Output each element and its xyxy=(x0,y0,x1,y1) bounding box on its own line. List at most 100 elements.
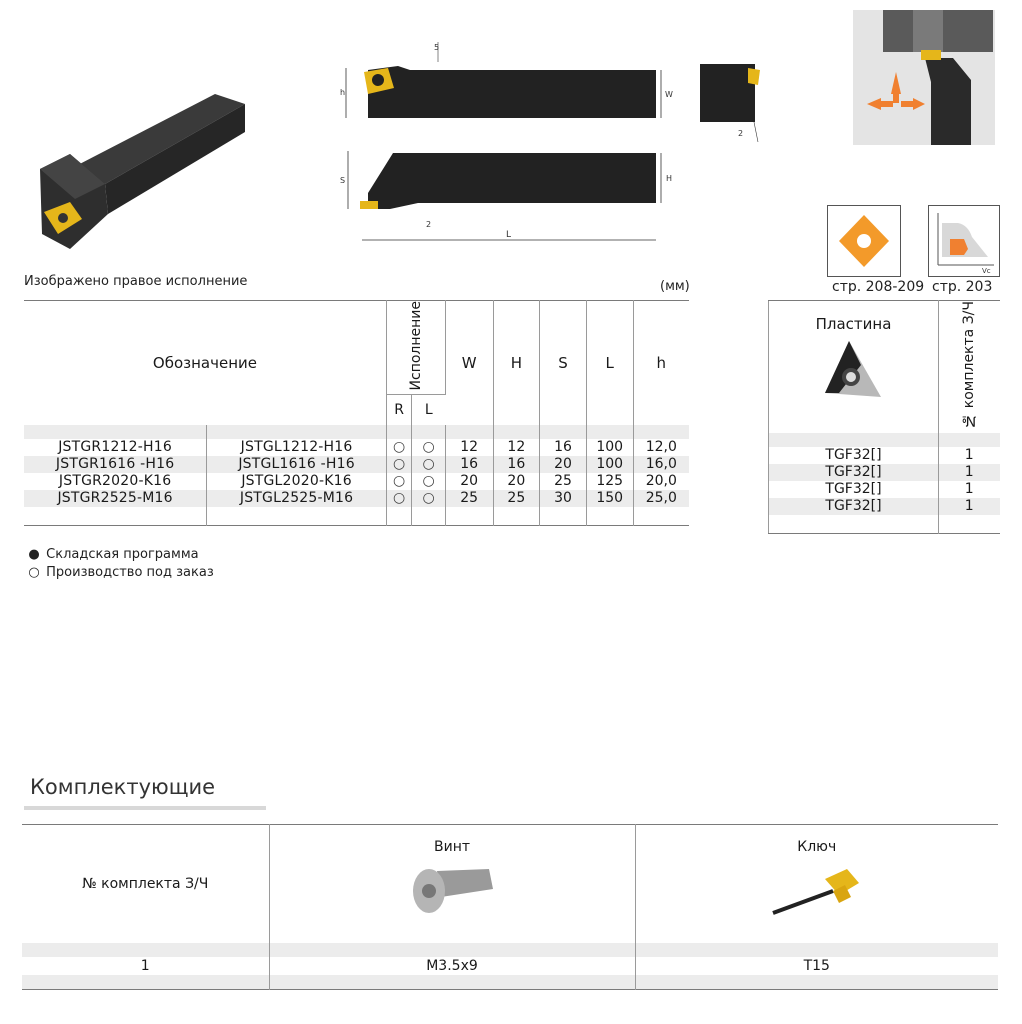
left-code: JSTGL1212-H16 xyxy=(206,438,387,456)
dim-s-label: S xyxy=(340,176,345,185)
table-row: JSTGR2525-M16 JSTGL2525-M16 ○ ○ 25 25 30… xyxy=(24,489,689,507)
cell-H: 25 xyxy=(493,489,541,507)
table-row: JSTGR2020-K16 JSTGL2020-K16 ○ ○ 20 20 25… xyxy=(24,472,689,490)
cell-h: 16,0 xyxy=(633,455,689,473)
dim-L-label: L xyxy=(506,230,511,240)
toolholder-top-view-drawing: h W 5 xyxy=(340,42,673,118)
kit-number: 1 xyxy=(964,480,974,497)
kit-header: № комплекта З/Ч xyxy=(961,301,978,429)
kit-number: 1 xyxy=(938,463,1000,481)
cell-H: 12 xyxy=(493,438,541,456)
acc-kit-number: 1 xyxy=(22,956,270,975)
insert-page-ref[interactable]: стр. 208-209 xyxy=(832,279,925,295)
cell-L: 125 xyxy=(586,472,634,490)
version-l-mark: ○ xyxy=(411,489,446,507)
table-row: TGF32[] 1 xyxy=(768,480,1000,498)
dim-H-label: H xyxy=(666,174,672,183)
cell-H: 20 xyxy=(493,472,541,490)
accessories-underline xyxy=(24,806,266,810)
kit-number: 1 xyxy=(964,446,974,463)
cell-L: 100 xyxy=(586,438,634,456)
table-row: TGF32[] 1 xyxy=(768,446,1000,464)
dim-2-end-label: 2 xyxy=(738,129,743,138)
cell-W: 16 xyxy=(445,455,494,473)
toolholder-end-view-drawing: 2 xyxy=(700,64,760,143)
left-code: JSTGL2525-M16 xyxy=(206,489,387,507)
insert-image xyxy=(824,341,881,397)
insert-code: TGF32[] xyxy=(768,480,939,498)
toolholder-3d-image xyxy=(40,94,245,249)
table-row: 1 M3.5x9 T15 xyxy=(22,956,998,975)
cell-h: 25,0 xyxy=(633,489,689,507)
insert-code: TGF32[] xyxy=(768,463,939,481)
screw-header: Винт xyxy=(433,839,470,855)
insert-code: TGF32[] xyxy=(768,497,939,515)
screw-spec: M3.5x9 xyxy=(269,956,636,975)
cell-L: 150 xyxy=(586,489,634,507)
legend-order-text: Производство под заказ xyxy=(46,565,214,580)
vc-label: Vc xyxy=(982,267,991,275)
legend-stock-text: Складская программа xyxy=(46,547,199,562)
cell-W: 20 xyxy=(445,472,494,490)
dim-h-label: h xyxy=(340,88,345,97)
insert-header: Пластина xyxy=(815,315,892,333)
kit-number: 1 xyxy=(938,497,1000,515)
open-circle-icon: ○ xyxy=(28,565,40,580)
cell-h: 12,0 xyxy=(645,438,677,455)
version-r-mark: ○ xyxy=(386,472,413,490)
cell-S: 16 xyxy=(539,438,587,456)
insert-table: Пластина № комплекта З/Ч TGF32[] 1 TGF32… xyxy=(768,300,1000,534)
version-header: Исполнение xyxy=(407,301,424,391)
dim-w-label: W xyxy=(665,90,673,99)
cell-W: 25 xyxy=(445,489,494,507)
table-row: JSTGR1616 -H16 JSTGL1616 -H16 ○ ○ 16 16 … xyxy=(24,455,689,473)
version-l-mark: ○ xyxy=(411,455,446,473)
right-version-caption: Изображено правое исполнение xyxy=(24,274,248,289)
insert-orange-icon xyxy=(827,205,901,277)
designation-header: Обозначение xyxy=(152,353,257,372)
version-r-mark: ○ xyxy=(386,438,413,456)
arrow-left-icon xyxy=(867,98,881,110)
insert-code: TGF32[] xyxy=(768,446,939,464)
table-row: JSTGR1212-H16 JSTGL1212-H16 ○ ○ 12 12 16… xyxy=(24,438,689,456)
version-l-mark: ○ xyxy=(411,438,446,456)
left-code: JSTGL2020-K16 xyxy=(206,472,387,490)
version-R-header: R xyxy=(394,402,404,419)
version-r-mark: ○ xyxy=(386,455,413,473)
legend-order: ○ Производство под заказ xyxy=(26,565,214,580)
cell-L: 100 xyxy=(586,455,634,473)
version-L-header: L xyxy=(424,402,433,419)
version-l-mark: ○ xyxy=(411,472,446,490)
cutting-data-icon: Vc xyxy=(928,205,1000,277)
col-H-header: H xyxy=(510,353,522,372)
table-row: TGF32[] 1 xyxy=(768,463,1000,481)
arrow-right-icon xyxy=(913,98,925,110)
toolholder-side-view-drawing: S H L 2 xyxy=(340,151,672,241)
version-r-mark: ○ xyxy=(386,489,413,507)
cell-W: 12 xyxy=(445,438,494,456)
cutting-page-ref[interactable]: стр. 203 xyxy=(932,279,993,295)
right-code: JSTGR1212-H16 xyxy=(24,438,208,456)
legend-stock: ● Складская программа xyxy=(26,547,199,562)
right-code: JSTGR2525-M16 xyxy=(24,489,208,507)
cell-S: 20 xyxy=(539,455,587,473)
accessories-title: Комплектующие xyxy=(30,775,216,799)
table-row: TGF32[] 1 xyxy=(768,497,1000,515)
toolholder-table: Обозначение Исполнение W H S L h R L JST… xyxy=(24,300,689,526)
key-spec: T15 xyxy=(803,957,830,974)
cell-S: 25 xyxy=(539,472,587,490)
cell-h: 20,0 xyxy=(645,472,677,489)
filled-circle-icon: ● xyxy=(28,547,40,562)
application-illustration xyxy=(853,10,995,145)
accessories-table: № комплекта З/Ч Винт Ключ 1 M3.5x9 T15 xyxy=(22,824,998,990)
cell-H: 16 xyxy=(493,455,541,473)
screw-icon xyxy=(413,869,493,913)
dim-2-label: 2 xyxy=(426,220,431,229)
left-code: JSTGL1616 -H16 xyxy=(206,455,387,473)
key-header: Ключ xyxy=(797,839,837,855)
col-S-header: S xyxy=(558,353,568,372)
dim-5-label: 5 xyxy=(434,43,439,52)
col-h-header: h xyxy=(656,353,667,372)
units-label: (мм) xyxy=(660,279,690,294)
col-L-header: L xyxy=(605,353,614,372)
